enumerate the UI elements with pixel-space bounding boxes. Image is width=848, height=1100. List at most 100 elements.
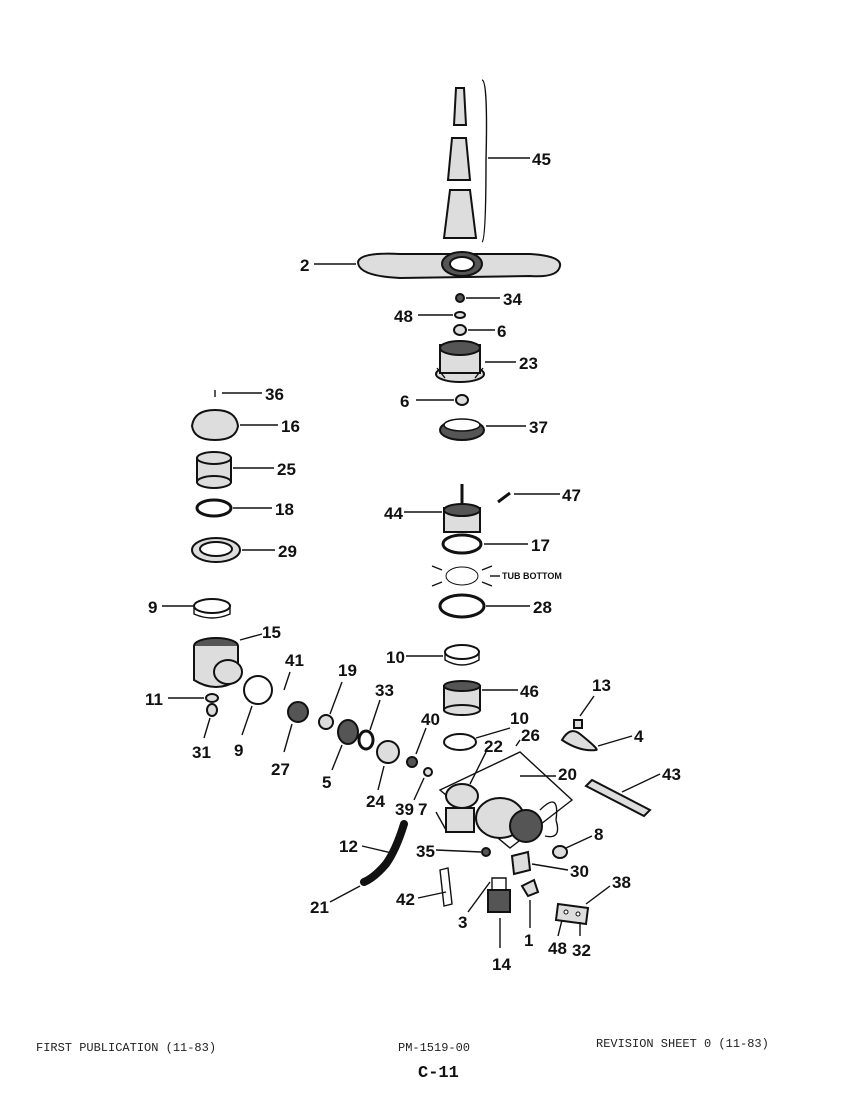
part-number: PM-1519-00 — [398, 1041, 471, 1055]
clip-1 — [520, 878, 540, 898]
callout-39: 39 — [395, 800, 414, 819]
spray-hub-23 — [435, 340, 485, 383]
washer-39 — [423, 767, 433, 777]
impeller-25 — [196, 451, 232, 489]
clamp-9-lower — [243, 675, 273, 705]
callout-19: 19 — [338, 661, 357, 680]
callout-21: 21 — [310, 898, 329, 917]
bearing-5 — [337, 719, 359, 745]
callout-7: 7 — [418, 800, 427, 819]
callout-16: 16 — [281, 417, 300, 436]
callout-1: 1 — [524, 931, 533, 950]
callout-26: 26 — [521, 726, 540, 745]
bracket-45 — [481, 79, 488, 243]
clip-47 — [497, 491, 511, 504]
gasket-29 — [191, 537, 241, 563]
callout-6-top: 6 — [497, 322, 506, 341]
cap-16 — [190, 408, 240, 442]
callout-2: 2 — [300, 256, 309, 275]
callout-20: 20 — [558, 765, 577, 784]
callout-34: 34 — [503, 290, 522, 309]
switch-14 — [487, 877, 511, 913]
spray-tower-tubes — [442, 87, 478, 239]
tub-bottom-label: TUB BOTTOM — [502, 571, 562, 581]
callout-28: 28 — [533, 598, 552, 617]
callout-13: 13 — [592, 676, 611, 695]
callout-25: 25 — [277, 460, 296, 479]
seal-24 — [376, 740, 400, 764]
callout-14: 14 — [492, 955, 511, 974]
callout-41: 41 — [285, 651, 304, 670]
lower-spray-arm — [356, 251, 562, 280]
callout-6-lower: 6 — [400, 392, 409, 411]
first-publication-note: FIRST PUBLICATION (11-83) — [36, 1041, 217, 1055]
callout-38: 38 — [612, 873, 631, 892]
callout-37: 37 — [529, 418, 548, 437]
seal-27 — [287, 701, 309, 723]
callout-30: 30 — [570, 862, 589, 881]
callout-23: 23 — [519, 354, 538, 373]
callout-27: 27 — [271, 760, 290, 779]
callout-10-lower: 10 — [510, 709, 529, 728]
callout-3: 3 — [458, 913, 467, 932]
clip-13 — [573, 719, 583, 729]
callout-42: 42 — [396, 890, 415, 909]
callout-40: 40 — [421, 710, 440, 729]
nut-6-lower — [455, 394, 469, 406]
strap-43 — [584, 778, 652, 818]
callout-31: 31 — [192, 743, 211, 762]
filter-46 — [443, 680, 481, 716]
bracket-30 — [510, 850, 532, 876]
callout-18: 18 — [275, 500, 294, 519]
washer-48-top — [454, 311, 466, 319]
callout-29: 29 — [278, 542, 297, 561]
screw-35 — [481, 847, 491, 857]
seal-ring-37 — [439, 418, 485, 441]
callout-43: 43 — [662, 765, 681, 784]
callout-12: 12 — [339, 837, 358, 856]
callout-48-top: 48 — [394, 307, 413, 326]
fitting-11 — [205, 693, 219, 717]
callout-9-lower: 9 — [234, 741, 243, 760]
bracket-4 — [560, 730, 598, 752]
callout-15: 15 — [262, 623, 281, 642]
terminal-block-38 — [554, 902, 590, 926]
callout-10-upper: 10 — [386, 648, 405, 667]
cap-8 — [552, 845, 568, 859]
motor-pump-assembly — [438, 751, 574, 849]
o-ring-33 — [357, 729, 375, 751]
callout-4: 4 — [634, 727, 644, 746]
bracket-42 — [439, 867, 453, 907]
callout-9-top: 9 — [148, 598, 157, 617]
gasket-28 — [438, 593, 486, 619]
nut-6-top — [453, 324, 467, 336]
callout-5: 5 — [322, 773, 331, 792]
callout-48-lower: 48 — [548, 939, 567, 958]
callout-32: 32 — [572, 941, 591, 960]
callout-22: 22 — [484, 737, 503, 756]
hose-12-21 — [360, 820, 408, 886]
clamp-10-lower — [443, 733, 477, 751]
strainer-44 — [443, 484, 481, 533]
pump-housing-15 — [193, 637, 243, 688]
callout-17: 17 — [531, 536, 550, 555]
clamp-9-top — [193, 598, 231, 619]
page-number: C-11 — [418, 1064, 459, 1083]
callout-36: 36 — [265, 385, 284, 404]
callout-44: 44 — [384, 504, 403, 523]
callout-47: 47 — [562, 486, 581, 505]
callout-33: 33 — [375, 681, 394, 700]
clamp-10-upper — [444, 644, 480, 666]
revision-note: REVISION SHEET 0 (11-83) — [596, 1037, 769, 1051]
callout-8: 8 — [594, 825, 603, 844]
callout-35: 35 — [416, 842, 435, 861]
gear-19 — [318, 714, 334, 730]
callout-11: 11 — [145, 690, 163, 709]
callout-24: 24 — [366, 792, 385, 811]
screw-34 — [455, 293, 465, 303]
callout-46: 46 — [520, 682, 539, 701]
gasket-17 — [441, 533, 483, 555]
o-ring-18 — [195, 498, 233, 518]
nut-40 — [406, 756, 418, 768]
